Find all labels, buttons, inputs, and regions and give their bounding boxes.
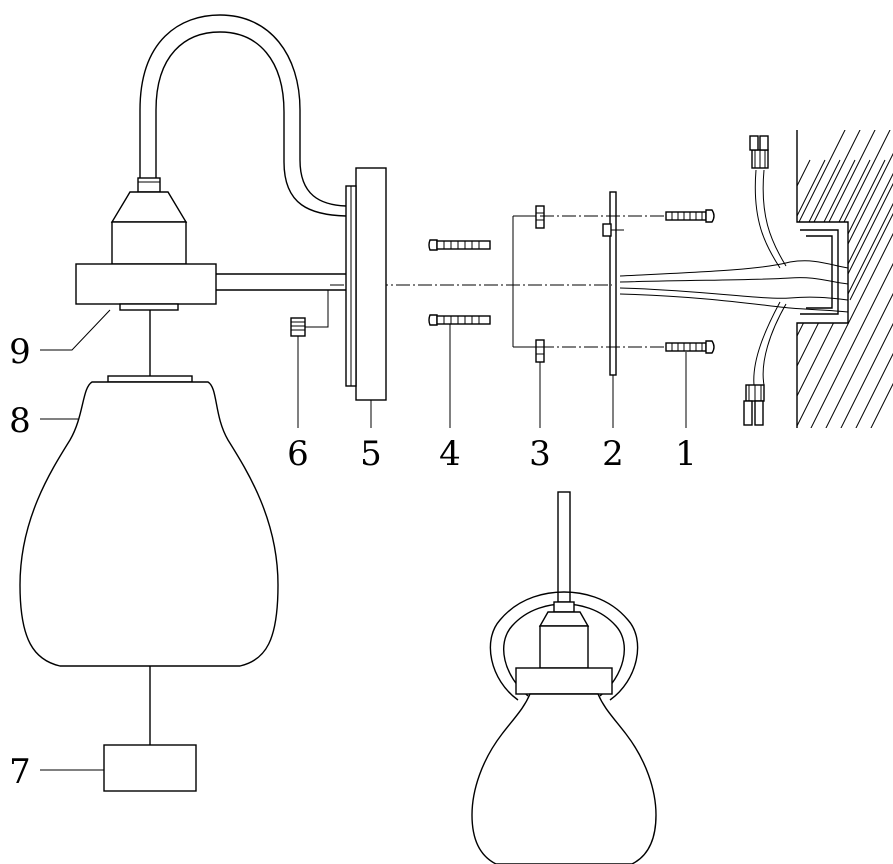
callout-1: 1 xyxy=(675,434,697,474)
lamp-holder xyxy=(75,177,217,376)
callout-2: 2 xyxy=(602,434,624,474)
ground-screw xyxy=(290,290,329,337)
callout-3: 3 xyxy=(529,434,551,474)
canopy-backplate xyxy=(345,167,387,401)
callout-labels: 1 2 3 4 5 6 7 8 9 xyxy=(9,332,697,792)
shade-cap xyxy=(103,666,197,792)
mounting-screw-upper xyxy=(665,209,715,223)
nut-lower xyxy=(535,339,545,363)
wire-connector-top xyxy=(749,135,769,169)
callout-4: 4 xyxy=(439,434,461,474)
supply-wires xyxy=(619,169,849,386)
junction-box xyxy=(800,229,839,315)
front-view-assembled xyxy=(471,491,657,864)
callout-leaders xyxy=(40,309,687,771)
callout-7: 7 xyxy=(9,752,31,792)
callout-9: 9 xyxy=(9,332,31,372)
wall-section xyxy=(796,130,893,428)
nut-upper xyxy=(535,205,545,229)
mounting-screw-lower xyxy=(665,340,715,354)
curved-arm xyxy=(139,14,347,217)
mounting-plate xyxy=(602,191,624,376)
wire-connector-bottom xyxy=(743,384,765,426)
holder-arm xyxy=(216,273,346,291)
callout-5: 5 xyxy=(360,434,382,474)
glass-shade xyxy=(19,375,279,667)
bolt-upper xyxy=(428,239,491,251)
bolt-lower xyxy=(428,314,491,326)
callout-6: 6 xyxy=(287,434,309,474)
callout-8: 8 xyxy=(9,401,31,441)
